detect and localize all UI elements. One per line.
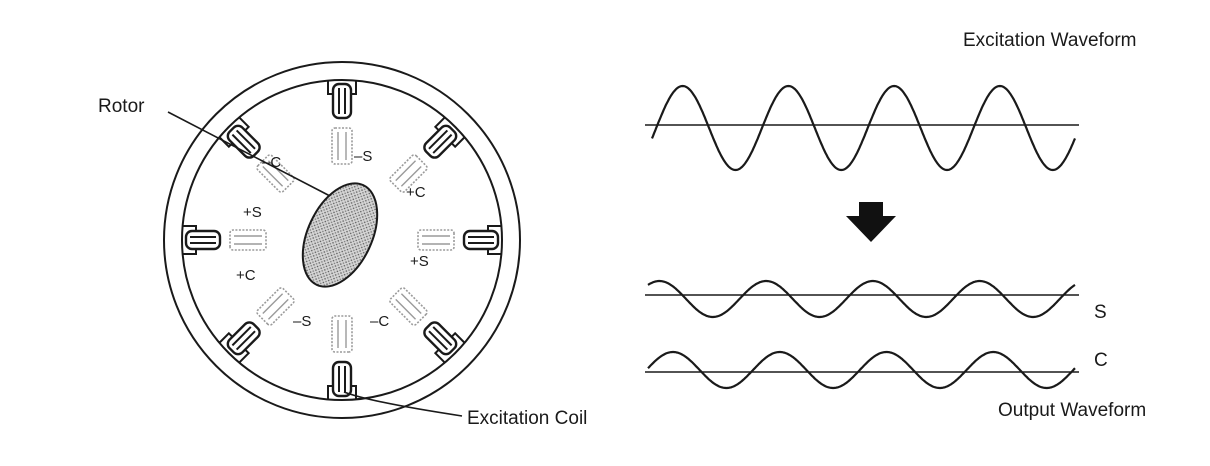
- sensor-coil: [389, 287, 428, 326]
- sensor-coil: [331, 315, 353, 353]
- rotor-label: Rotor: [98, 96, 145, 117]
- pole-label-lower-right: –C: [370, 313, 389, 330]
- stator-poles: [182, 80, 502, 400]
- pole-label-lower-left: +C: [236, 267, 256, 284]
- c-wave: [647, 350, 1076, 390]
- rotor-leader-line: [167, 111, 331, 197]
- s-wave: [647, 279, 1076, 319]
- excitation-coil: [184, 229, 222, 251]
- c-signal-label: C: [1094, 350, 1108, 371]
- stator-pole: [417, 225, 502, 255]
- stator-pole: [218, 287, 295, 364]
- excitation-coil: [423, 124, 458, 159]
- excitation-waveform-label: Excitation Waveform: [963, 30, 1137, 51]
- pole-label-upper-left: –C: [262, 154, 281, 171]
- pole-label-upper-right: +C: [406, 184, 426, 201]
- stator-core: [181, 79, 503, 401]
- sensor-coil: [417, 229, 455, 251]
- excitation-coil: [331, 82, 353, 120]
- sensor-coil: [229, 229, 267, 251]
- stator-pole: [182, 225, 267, 255]
- output-waveform-label: Output Waveform: [998, 400, 1146, 421]
- excitation-coil: [331, 360, 353, 398]
- output-waveform-c: [645, 350, 1079, 390]
- excitation-coil: [423, 321, 458, 356]
- sensor-coil: [389, 154, 428, 193]
- stator-pole: [327, 315, 357, 400]
- excitation-coil: [226, 321, 261, 356]
- resolver-cross-section: [163, 61, 521, 419]
- pole-label-right: +S: [410, 253, 429, 270]
- output-waveform-s: [645, 279, 1079, 319]
- s-signal-label: S: [1094, 302, 1107, 323]
- sensor-coil: [331, 127, 353, 165]
- excitation-coil-label: Excitation Coil: [467, 408, 587, 429]
- pole-label-bottom: –S: [293, 313, 311, 330]
- stator-pole: [389, 287, 466, 364]
- excitation-coil-leader-line: [343, 391, 463, 417]
- excitation-waveform: [645, 84, 1079, 172]
- pole-label-top: –S: [354, 148, 372, 165]
- excitation-wave: [650, 84, 1077, 172]
- stator-pole: [389, 116, 466, 193]
- arrow-down-icon: [846, 202, 896, 242]
- pole-label-left: +S: [243, 204, 262, 221]
- stator-pole: [327, 80, 357, 165]
- excitation-coil: [462, 229, 500, 251]
- sensor-coil: [256, 287, 295, 326]
- rotor: [301, 182, 379, 288]
